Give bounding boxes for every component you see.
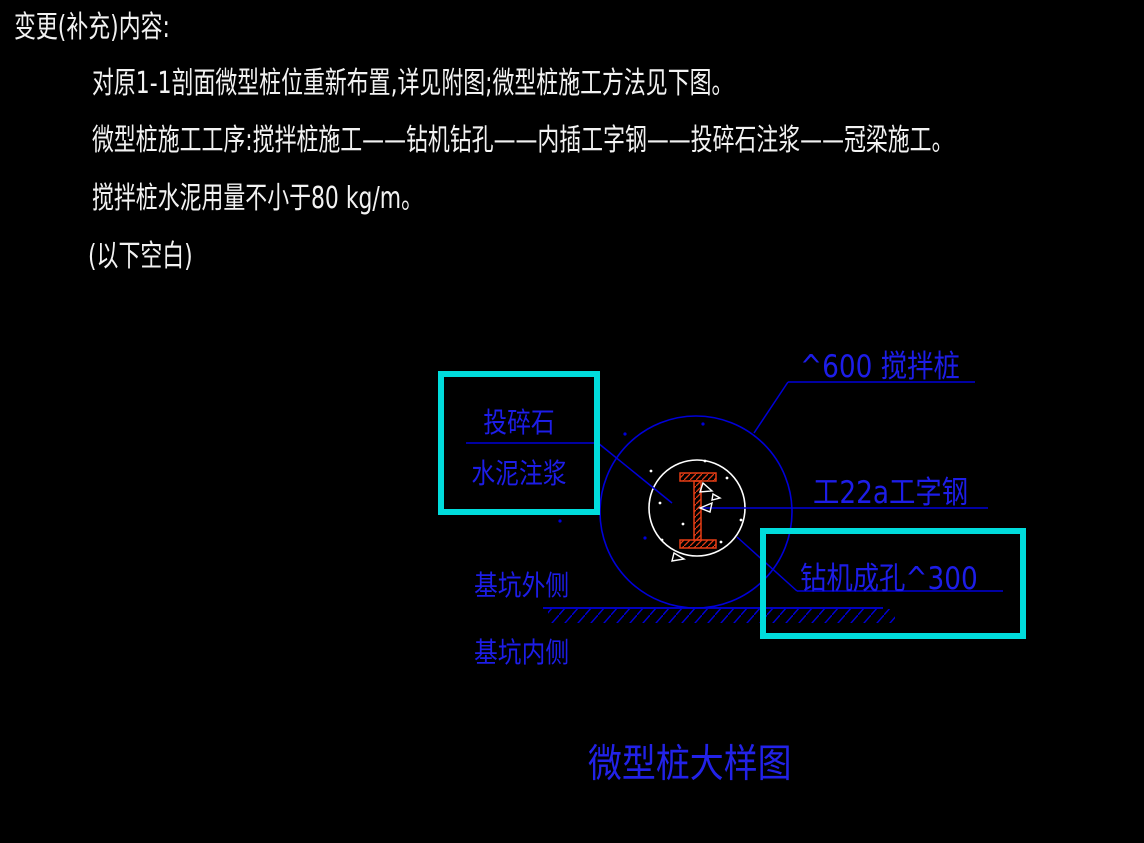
note-line-2: 微型桩施工工序:搅拌桩施工——钻机钻孔——内插工字钢——投碎石注浆——冠梁施工。 [92, 123, 954, 158]
ground-hatch [548, 609, 895, 623]
leader-mixing-pile [753, 381, 975, 434]
label-drilled-hole: 钻机成孔^300 [800, 561, 978, 597]
note-line-3: 搅拌桩水泥用量不小于80 kg/m。 [92, 181, 424, 216]
leader-drilled-hole [736, 536, 1003, 592]
label-i-beam: 工22a工字钢 [813, 475, 969, 511]
highlight-box-grout [438, 371, 600, 515]
arrowhead-marks [671, 481, 722, 562]
note-heading: 变更(补充)内容: [14, 10, 170, 45]
speck-dots [649, 459, 743, 544]
label-mixing-pile: ^600 搅拌桩 [800, 349, 960, 385]
note-line-4: (以下空白) [88, 239, 193, 274]
speck-dots-blue [558, 422, 705, 540]
drawing-title: 微型桩大样图 [588, 742, 792, 787]
label-crushed-stone: 投碎石 [483, 406, 555, 439]
leader-grout [466, 442, 673, 504]
label-pit-inside: 基坑内侧 [474, 636, 570, 669]
note-line-1: 对原1-1剖面微型桩位重新布置,详见附图;微型桩施工方法见下图。 [92, 66, 734, 101]
label-cement-grout: 水泥注浆 [471, 457, 567, 490]
highlight-box-drilled-hole [760, 528, 1026, 639]
label-pit-outside: 基坑外侧 [474, 569, 570, 602]
i-beam-section [679, 472, 717, 549]
